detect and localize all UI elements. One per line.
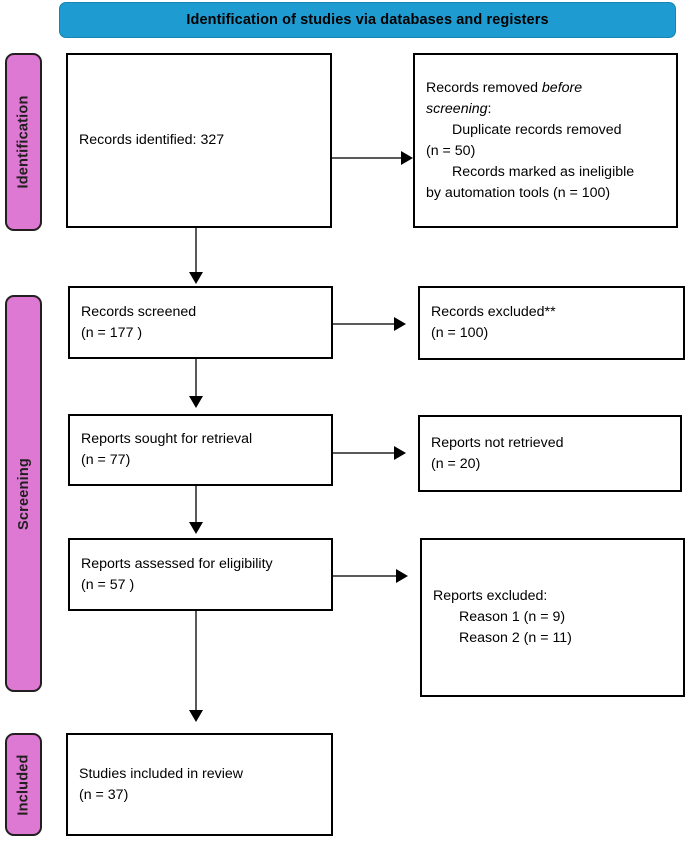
reports-assessed-line-2: (n = 57 ) xyxy=(81,576,135,593)
records-removed-italic-before: before xyxy=(541,79,583,96)
box-records-screened: Records screened (n = 177 ) xyxy=(68,286,333,359)
records-removed-italic-screening: screening xyxy=(426,100,488,117)
reports-excluded-line-1: Reports excluded: xyxy=(433,588,548,604)
box-records-excluded: Records excluded** (n = 100) xyxy=(418,286,685,360)
reports-not-retrieved-line-2: (n = 20) xyxy=(431,455,481,472)
connector-screened-to-excluded xyxy=(333,323,402,325)
records-identified-text: Records identified: 327 xyxy=(79,132,225,148)
reports-not-retrieved-line-1: Reports not retrieved xyxy=(431,434,564,451)
records-excluded-line-2: (n = 100) xyxy=(431,325,489,341)
arrowhead-sought-to-assessed xyxy=(189,522,203,534)
diagram-header-title: Identification of studies via databases … xyxy=(186,12,549,28)
arrowhead-identified-to-removed xyxy=(401,151,413,165)
reports-assessed-line-1: Reports assessed for eligibility xyxy=(81,555,273,572)
box-records-identified: Records identified: 327 xyxy=(66,53,332,228)
connector-sought-to-assessed xyxy=(195,486,197,529)
arrowhead-assessed-to-excluded xyxy=(396,569,408,583)
connector-identified-to-screened xyxy=(195,228,197,280)
reports-excluded-reason-2: Reason 2 (n = 11) xyxy=(459,630,572,646)
records-removed-line-1: Records removed before xyxy=(426,78,665,99)
connector-assessed-to-included xyxy=(195,611,197,717)
records-removed-line-2: screening: xyxy=(426,99,665,120)
records-excluded-line-1: Records excluded** xyxy=(431,304,556,320)
box-reports-excluded: Reports excluded: Reason 1 (n = 9) Reaso… xyxy=(420,538,685,697)
stage-bar-included: Included xyxy=(5,733,42,836)
arrowhead-identified-to-screened xyxy=(189,272,203,284)
records-screened-line-1: Records screened xyxy=(81,303,197,320)
stage-bar-screening: Screening xyxy=(5,295,42,692)
records-removed-line-6: by automation tools (n = 100) xyxy=(426,184,611,201)
reports-sought-line-1: Reports sought for retrieval xyxy=(81,431,253,447)
records-removed-line-4: (n = 50) xyxy=(426,142,476,159)
arrowhead-screened-to-sought xyxy=(189,396,203,408)
stage-label-included: Included xyxy=(15,753,32,816)
connector-screened-to-sought xyxy=(195,359,197,402)
stage-label-identification: Identification xyxy=(15,95,32,189)
arrowhead-assessed-to-included xyxy=(189,710,203,722)
reports-sought-line-2: (n = 77) xyxy=(81,452,131,468)
studies-included-line-1: Studies included in review xyxy=(79,765,244,782)
stage-label-screening: Screening xyxy=(15,457,32,530)
box-studies-included: Studies included in review (n = 37) xyxy=(66,733,333,836)
reports-excluded-reason-1: Reason 1 (n = 9) xyxy=(459,609,566,625)
box-reports-assessed: Reports assessed for eligibility (n = 57… xyxy=(68,538,333,611)
connector-sought-to-not-retrieved xyxy=(333,452,402,454)
connector-identified-to-removed xyxy=(332,157,409,159)
records-removed-prefix: Records removed xyxy=(426,79,542,96)
box-records-removed: Records removed before screening: Duplic… xyxy=(413,53,678,228)
studies-included-line-2: (n = 37) xyxy=(79,786,129,803)
arrowhead-screened-to-excluded xyxy=(394,317,406,331)
arrowhead-sought-to-not-retrieved xyxy=(394,446,406,460)
box-reports-sought: Reports sought for retrieval (n = 77) xyxy=(68,414,333,486)
records-removed-colon: : xyxy=(487,100,492,117)
records-removed-line-5: Records marked as ineligible xyxy=(452,163,635,180)
records-screened-line-2: (n = 177 ) xyxy=(81,324,143,341)
records-removed-line-3: Duplicate records removed xyxy=(452,121,622,138)
stage-bar-identification: Identification xyxy=(5,53,42,231)
connector-assessed-to-excluded xyxy=(333,575,404,577)
box-reports-not-retrieved: Reports not retrieved (n = 20) xyxy=(418,415,682,492)
diagram-header-banner: Identification of studies via databases … xyxy=(59,2,676,38)
